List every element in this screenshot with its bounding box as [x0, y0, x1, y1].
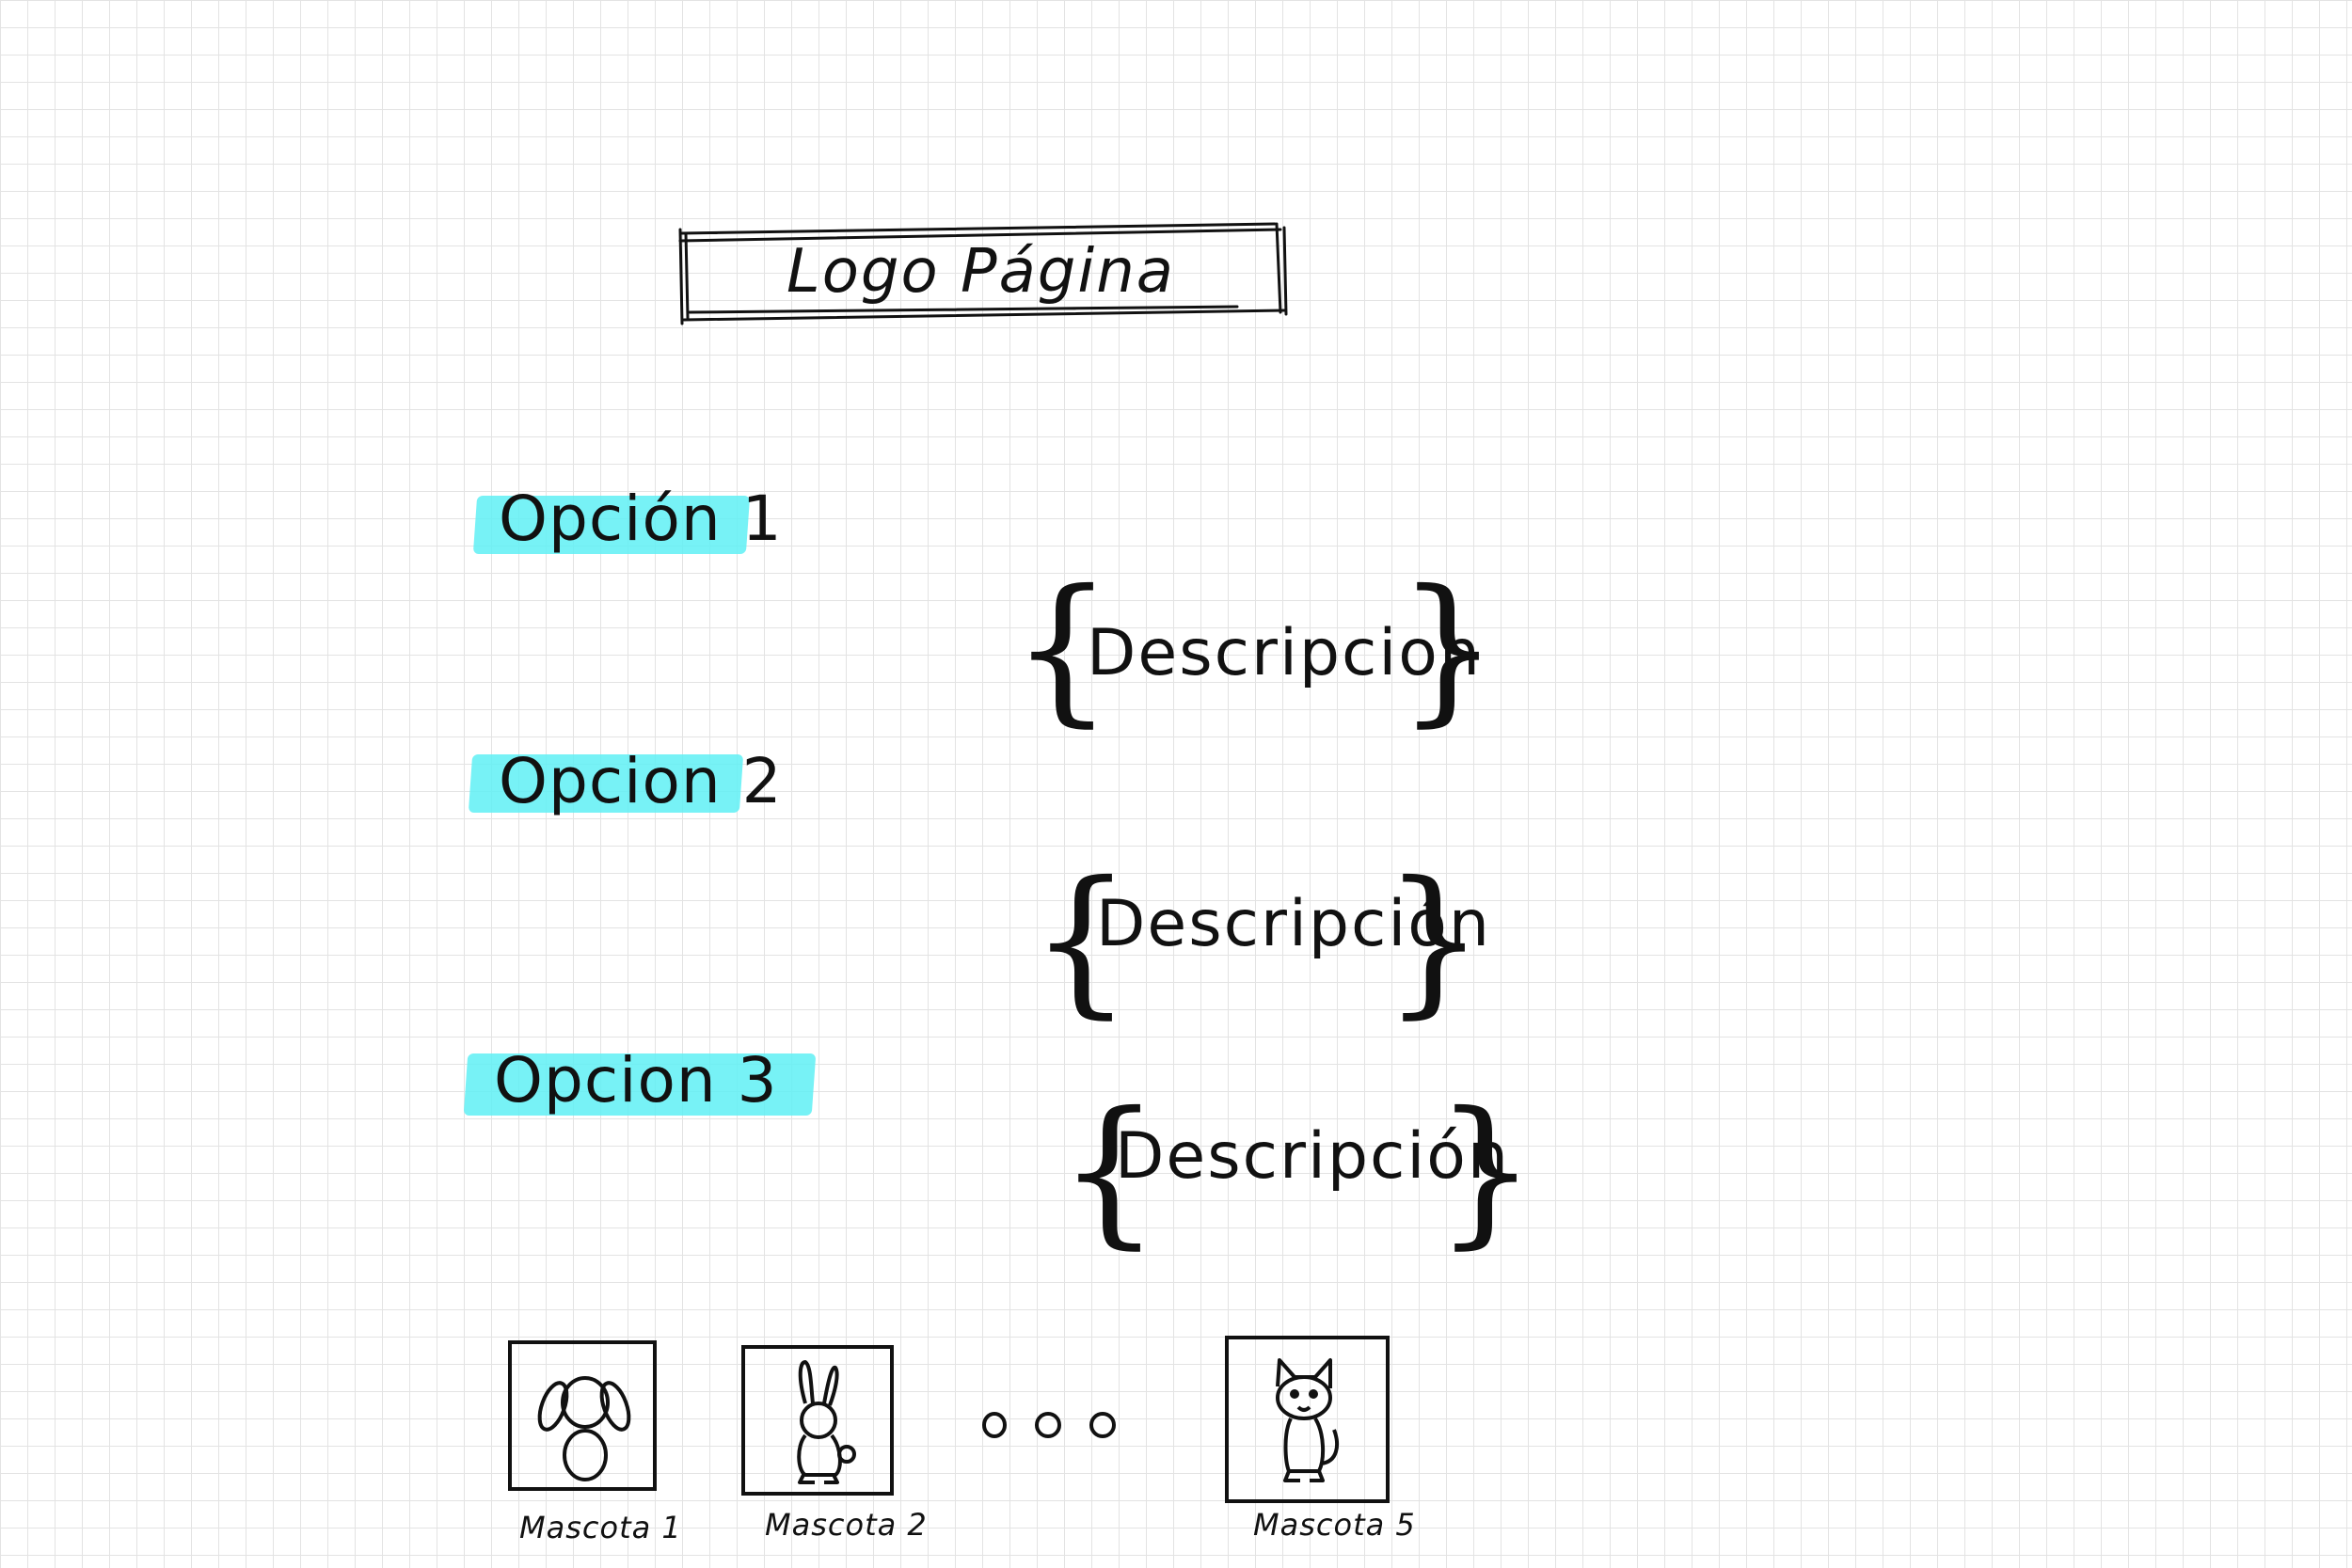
description-1-label: Descripcion [1087, 616, 1483, 690]
logo-label: Logo Página [787, 237, 1175, 307]
pet-1-label: Mascota 1 [519, 1510, 682, 1545]
pet-card-1[interactable]: Mascota 1 [508, 1340, 681, 1557]
left-brace: { [1058, 1078, 1161, 1264]
cat-icon [1276, 1358, 1339, 1482]
logo-placeholder[interactable]: Logo Página [673, 220, 1289, 325]
option-1-label: Opción 1 [499, 483, 783, 555]
dog-icon [537, 1376, 631, 1481]
description-2-label: Descripción [1096, 887, 1492, 961]
pet-5-label: Mascota 5 [1253, 1507, 1416, 1543]
pet-image-frame [508, 1340, 657, 1491]
left-brace: { [1011, 556, 1114, 742]
option-2[interactable]: Opcion 2 [468, 743, 782, 832]
option-3[interactable]: Opcion 3 [463, 1044, 823, 1133]
option-1[interactable]: Opción 1 [472, 475, 782, 564]
right-brace: } [1435, 1078, 1537, 1264]
description-2: { Descripción } [1030, 847, 1489, 1034]
pet-2-label: Mascota 2 [765, 1507, 928, 1543]
left-brace: { [1030, 847, 1133, 1034]
pet-image-frame [1225, 1336, 1390, 1503]
right-brace: } [1397, 556, 1500, 742]
option-2-label: Opcion 2 [499, 745, 783, 817]
description-3: { Descripción } [1058, 1078, 1536, 1264]
description-1: { Descripcion } [1011, 556, 1499, 742]
description-3-label: Descripción [1115, 1119, 1511, 1194]
rabbit-icon [797, 1360, 856, 1484]
pet-card-2[interactable]: Mascota 2 [741, 1345, 927, 1561]
pet-image-frame [741, 1345, 894, 1496]
option-3-label: Opcion 3 [494, 1044, 778, 1117]
logo-frame [678, 222, 1288, 325]
right-brace: } [1383, 847, 1486, 1034]
ellipsis-icon [982, 1412, 1116, 1438]
pet-card-5[interactable]: Mascota 5 [1225, 1336, 1415, 1552]
